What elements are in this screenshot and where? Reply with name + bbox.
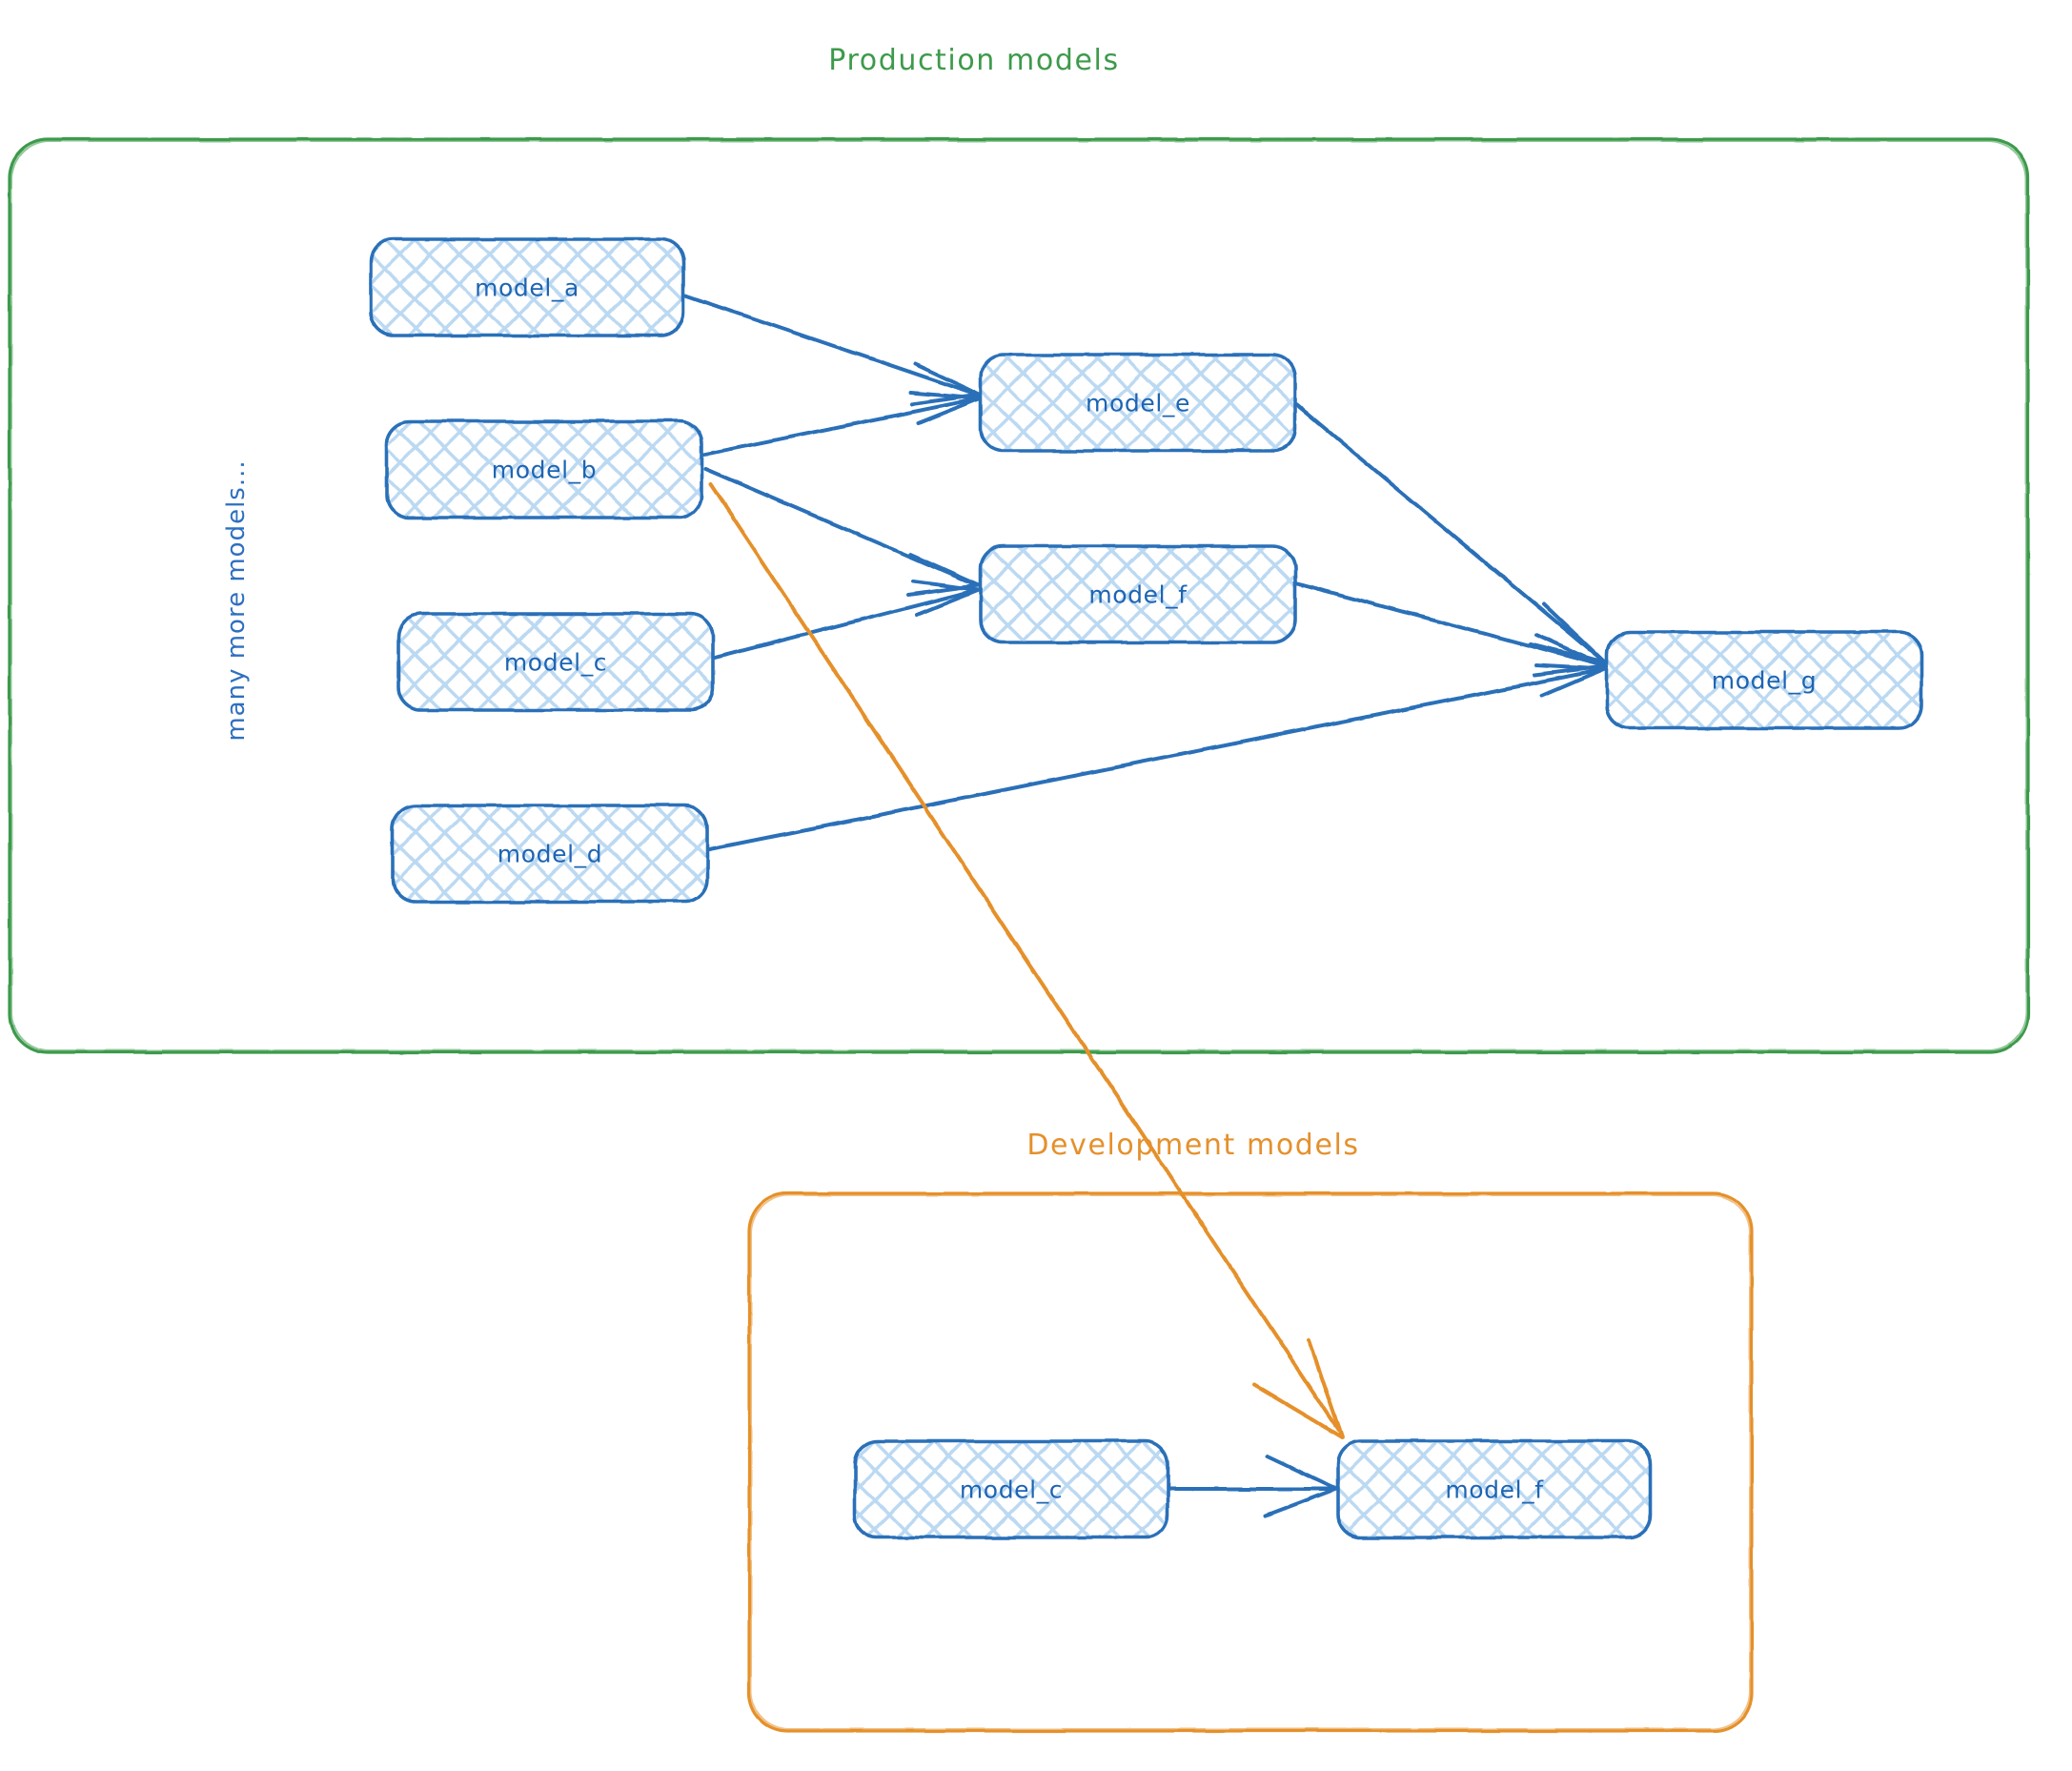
edges-layer bbox=[683, 294, 1607, 1517]
edge-devc-to-devf bbox=[1167, 1455, 1338, 1517]
node-prod-model-a[interactable] bbox=[369, 237, 685, 337]
edge-a-to-e bbox=[683, 294, 982, 406]
edge-prodb-to-devf bbox=[709, 482, 1344, 1439]
node-dev-model-f[interactable] bbox=[1336, 1439, 1653, 1539]
node-label-dev-model-f: model_f bbox=[1445, 1476, 1544, 1504]
edge-e-to-g bbox=[1295, 403, 1607, 664]
group-production-box bbox=[8, 137, 2030, 1054]
node-label-prod-model-e: model_e bbox=[1086, 389, 1190, 417]
edge-c-to-f bbox=[713, 580, 981, 660]
node-prod-model-f[interactable] bbox=[979, 544, 1297, 644]
node-prod-model-e[interactable] bbox=[979, 353, 1297, 453]
node-label-prod-model-a: model_a bbox=[475, 274, 579, 302]
node-label-prod-model-f: model_f bbox=[1088, 580, 1188, 609]
nodes-layer bbox=[369, 237, 1923, 1539]
node-prod-model-c[interactable] bbox=[396, 612, 715, 712]
node-prod-model-g[interactable] bbox=[1605, 630, 1923, 730]
node-label-dev-model-c: model_c bbox=[959, 1476, 1064, 1504]
node-label-prod-model-d: model_d bbox=[497, 840, 603, 868]
node-label-prod-model-c: model_c bbox=[503, 648, 608, 677]
group-title-development: Development models bbox=[1026, 1129, 1360, 1162]
group-development-box bbox=[747, 1191, 1754, 1733]
node-prod-model-d[interactable] bbox=[391, 804, 709, 904]
group-title-production: Production models bbox=[828, 44, 1120, 77]
node-label-prod-model-g: model_g bbox=[1711, 666, 1818, 695]
edge-f-to-g bbox=[1295, 581, 1607, 677]
edge-b-to-f bbox=[703, 467, 981, 597]
node-label-prod-model-b: model_b bbox=[491, 456, 598, 484]
node-prod-model-b[interactable] bbox=[385, 419, 703, 519]
many-more-models-annotation: many more models... bbox=[222, 459, 251, 742]
edge-d-to-g bbox=[707, 663, 1607, 851]
node-dev-model-c[interactable] bbox=[853, 1439, 1169, 1539]
